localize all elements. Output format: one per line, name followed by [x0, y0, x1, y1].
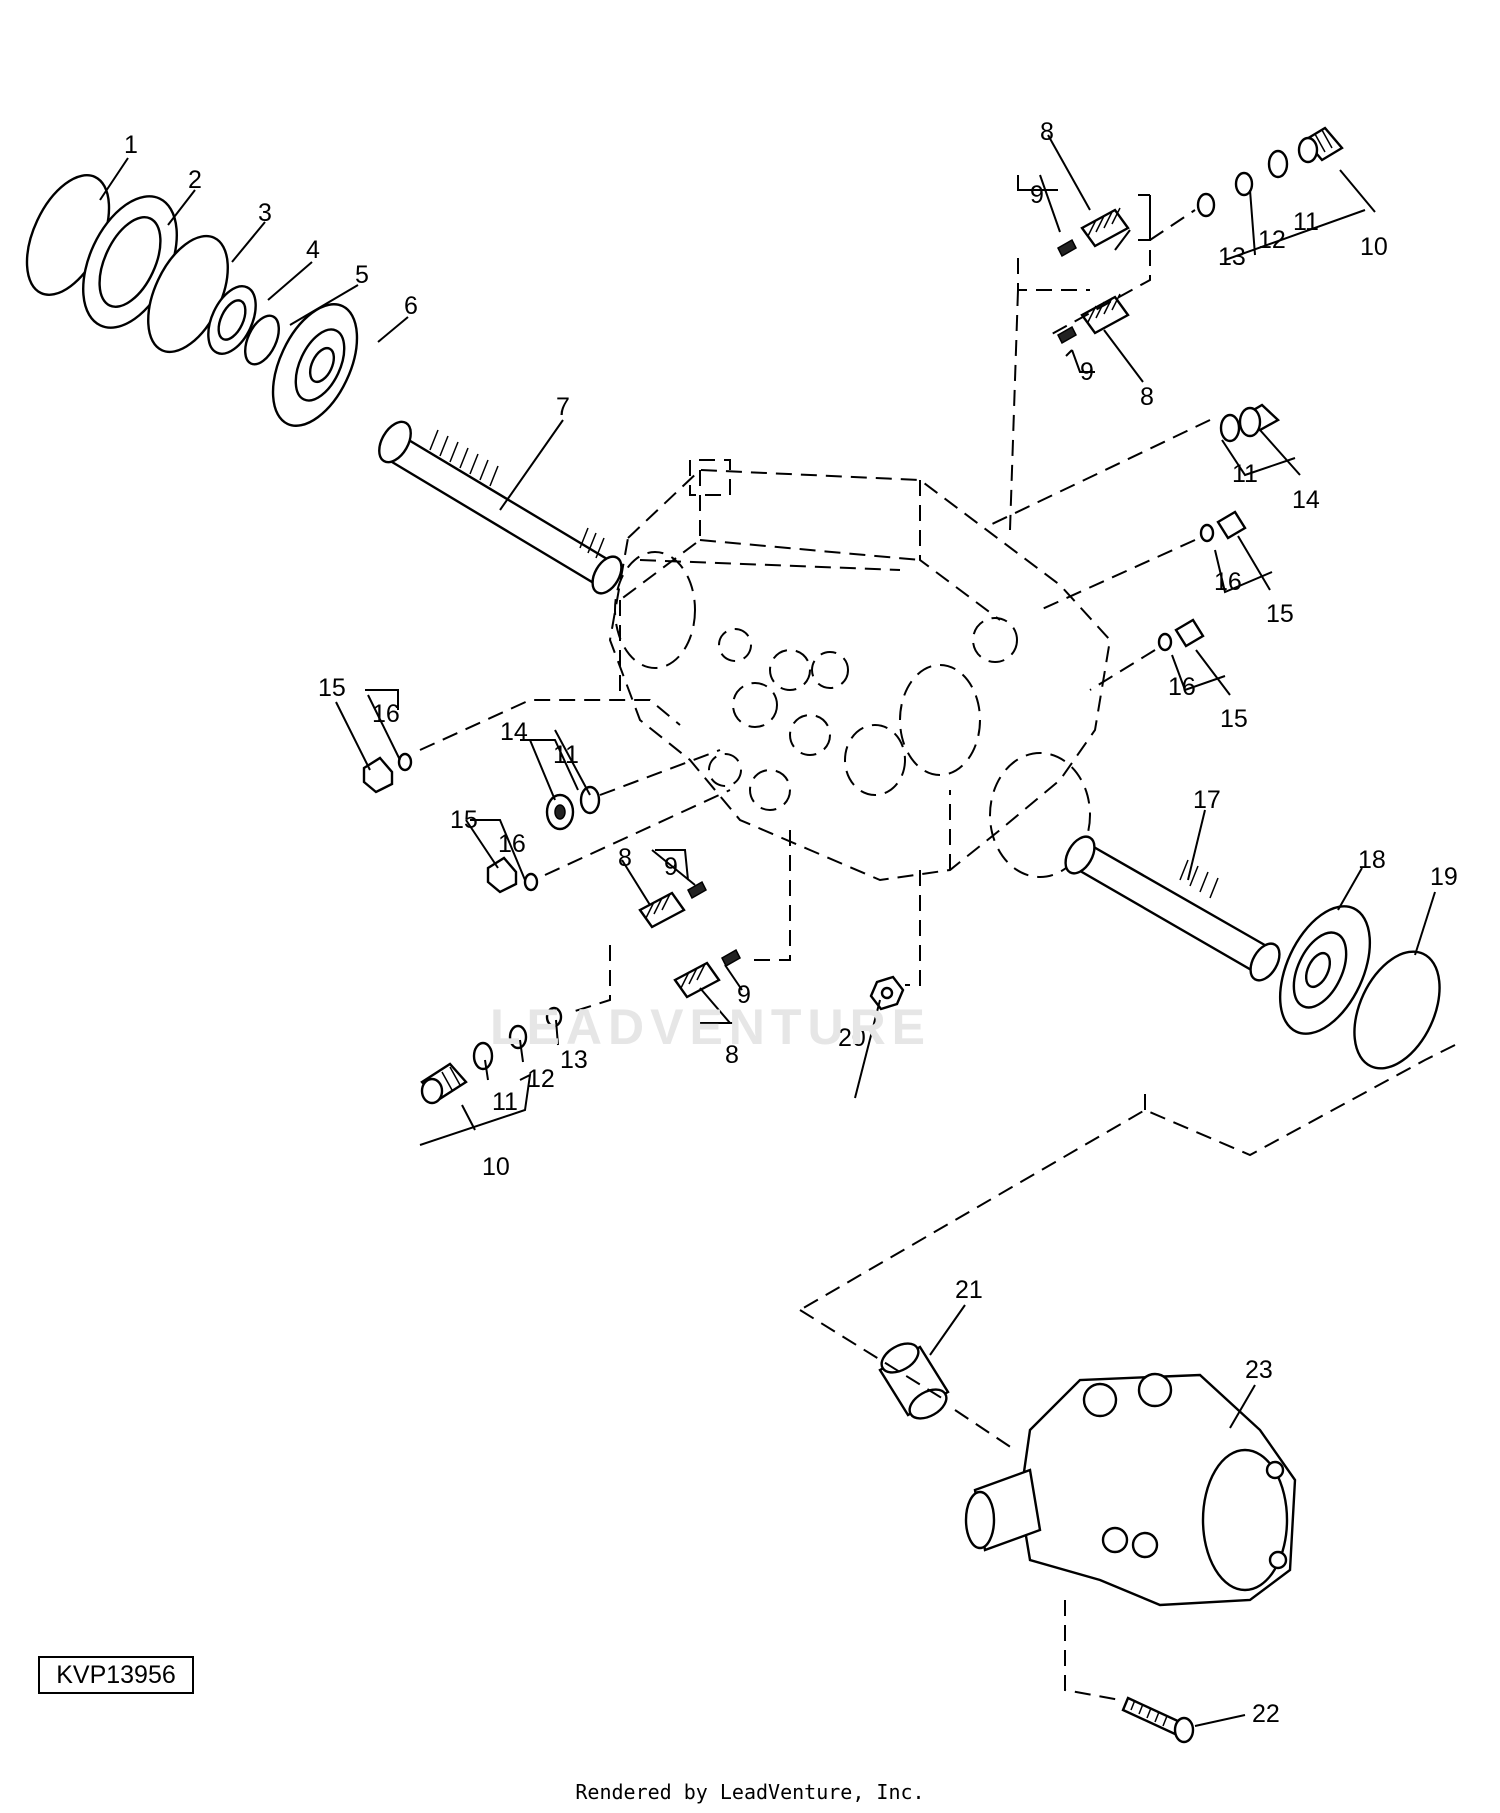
o-ring-11-right — [1219, 413, 1241, 443]
plug-15-left-a — [362, 756, 394, 794]
callout-20: 20 — [838, 1024, 866, 1052]
callout-8-lower-a: 8 — [618, 844, 632, 872]
o-ring-11-left — [579, 785, 601, 815]
callout-15-right-a: 15 — [1266, 600, 1294, 628]
callout-14-right: 14 — [1292, 486, 1320, 514]
callout-2: 2 — [188, 166, 202, 194]
callout-16-right-b: 16 — [1168, 673, 1196, 701]
callout-11-upper: 11 — [1293, 208, 1319, 236]
callout-3: 3 — [258, 199, 272, 227]
o-ring-right — [1353, 950, 1441, 1070]
ring-12-lower — [508, 1024, 528, 1050]
o-ring-11-upper — [1267, 149, 1289, 179]
plug-upper-b — [1057, 325, 1077, 345]
callout-13-lower: 13 — [560, 1046, 588, 1074]
callout-10-lower: 10 — [482, 1153, 510, 1181]
callout-16-left-a: 16 — [372, 700, 400, 728]
callout-16-right-a: 16 — [1214, 568, 1242, 596]
plug-lower-b — [721, 948, 741, 968]
callout-9-upper-a: 9 — [1030, 181, 1044, 209]
reference-code: KVP13956 — [38, 1656, 194, 1694]
spool-upper-a — [1080, 207, 1130, 248]
callout-19: 19 — [1430, 863, 1458, 891]
spool-lower-a — [638, 891, 686, 929]
callout-15-left-a: 15 — [318, 674, 346, 702]
watermark: LEADVENTURE — [490, 999, 932, 1055]
screw-22 — [1121, 1696, 1195, 1744]
callout-9-lower-a: 9 — [664, 853, 678, 881]
callout-9-lower-b: 9 — [737, 981, 751, 1009]
callout-12-upper: 12 — [1258, 226, 1286, 254]
callout-14-left: 14 — [500, 718, 528, 746]
callout-8-upper-b: 8 — [1140, 383, 1154, 411]
o-ring-16-right-a — [1199, 523, 1215, 543]
callout-8-upper-a: 8 — [1040, 118, 1054, 146]
callout-6: 6 — [404, 292, 418, 320]
plug-lower-a — [687, 880, 707, 900]
callout-11-right: 11 — [1232, 460, 1258, 488]
hydraulic-pump — [964, 1372, 1297, 1607]
callout-5: 5 — [355, 261, 369, 289]
callout-7: 7 — [556, 393, 570, 421]
output-shaft — [1064, 835, 1281, 982]
plug-15-right-b — [1174, 618, 1205, 648]
o-ring-16-right-b — [1157, 632, 1173, 652]
callout-16-left-b: 16 — [498, 830, 526, 858]
valve-housing — [608, 459, 1112, 882]
bearing-right — [1278, 905, 1372, 1035]
callout-11-left: 11 — [553, 741, 579, 769]
callout-11-lower: 11 — [492, 1088, 518, 1116]
callout-18: 18 — [1358, 846, 1386, 874]
callout-labels: 1 2 3 4 5 6 7 8 9 9 8 13 12 11 10 11 14 … — [124, 118, 1458, 1728]
plug-15-right-a — [1216, 510, 1247, 540]
callout-15-right-b: 15 — [1220, 705, 1248, 733]
callout-9-upper-b: 9 — [1080, 358, 1094, 386]
callout-8-lower-b: 8 — [725, 1041, 739, 1069]
callout-23: 23 — [1245, 1356, 1273, 1384]
plug-upper-a — [1057, 238, 1077, 258]
plug-10-upper — [1297, 126, 1344, 164]
plug-15-left-b — [486, 856, 518, 894]
o-ring-13-lower — [545, 1006, 563, 1028]
o-ring-11-lower — [472, 1041, 494, 1071]
callout-15-left-b: 15 — [450, 806, 478, 834]
spool-upper-b — [1080, 293, 1130, 335]
callout-10-upper: 10 — [1360, 233, 1388, 261]
callout-13-upper: 13 — [1218, 243, 1246, 271]
spool-lower-b — [673, 961, 721, 999]
callout-22: 22 — [1252, 1700, 1280, 1728]
plug-10-lower — [420, 1062, 468, 1105]
plug-14-right — [1238, 403, 1281, 438]
callout-21: 21 — [955, 1276, 983, 1304]
snap-ring — [244, 314, 280, 366]
o-ring-16-left-b — [523, 872, 539, 892]
callout-12-lower: 12 — [527, 1065, 555, 1093]
ring-12-upper — [1234, 171, 1254, 197]
callout-4: 4 — [306, 236, 320, 264]
o-ring-16-left-a — [397, 752, 413, 772]
input-shaft — [378, 420, 623, 595]
seal — [207, 285, 257, 355]
plug-14-left — [545, 793, 575, 831]
leader-lines — [99, 134, 1456, 1727]
footer-credit: Rendered by LeadVenture, Inc. — [575, 1780, 925, 1804]
callout-17: 17 — [1193, 786, 1221, 814]
o-ring-13-upper — [1196, 192, 1216, 218]
callout-1: 1 — [124, 131, 138, 159]
bearing-left — [271, 303, 359, 427]
